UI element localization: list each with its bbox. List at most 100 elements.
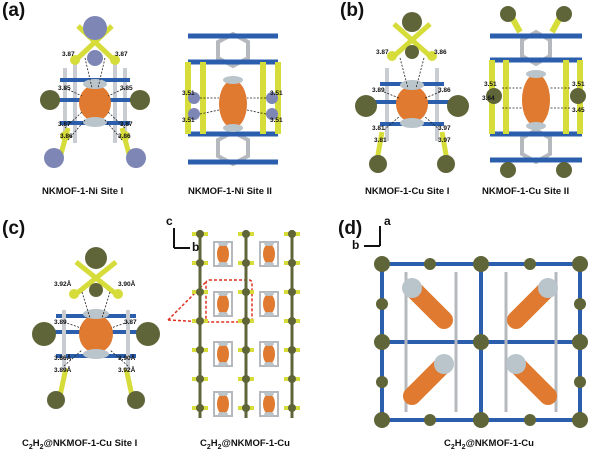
packing-guest: [213, 341, 233, 367]
guest-molecule: [79, 315, 113, 353]
packing-node: [284, 230, 300, 238]
distance-label: 3.97: [438, 137, 451, 144]
ni-metal-atom-br: [126, 148, 146, 168]
panel-label-d: (d): [338, 218, 363, 239]
distance-label: 3.87: [58, 121, 71, 128]
ni-metal-atom-mid: [87, 50, 103, 66]
cu-site2-structure: 3.51 3.51 3.64 3.45: [482, 6, 586, 178]
packing-node: [192, 288, 208, 296]
ni-metal-atom-top: [83, 16, 107, 40]
distance-label: 3.51: [182, 117, 195, 124]
distance-label: 3.64: [482, 95, 495, 102]
zoom-highlight-box: [205, 279, 253, 323]
framework-metal-node: [374, 256, 390, 272]
distance-label: 3.85: [120, 85, 133, 92]
distance-label: 3.87: [120, 121, 133, 128]
guest-molecule: [79, 85, 111, 121]
axis-indicator-ba: [364, 226, 381, 247]
caption-cu-site1: NKMOF-1-Cu Site I: [365, 186, 450, 197]
framework-metal-node: [374, 334, 390, 350]
packing-node: [238, 288, 254, 296]
framework-metal-node: [473, 334, 489, 350]
ni-metal-atom-right: [130, 90, 150, 110]
caption-cu-site2: NKMOF-1-Cu Site II: [482, 186, 570, 197]
packing-node: [192, 230, 208, 238]
axis-label-left: b: [352, 238, 360, 252]
distance-label: 3.92Å: [118, 365, 136, 374]
distance-label: 3.86: [60, 133, 73, 140]
framework-metal-node: [572, 256, 588, 272]
distance-label: 3.51: [270, 117, 283, 124]
ni-site1-structure: 3.87 3.87 3.85 3.85 3.87 3.87 3.86 3.86: [40, 16, 150, 168]
panel-label-b: (b): [340, 0, 365, 21]
distance-label: 3.51: [182, 90, 195, 97]
packing-guest: [259, 241, 279, 267]
cu-metal-atom-top: [402, 12, 422, 32]
packing-node: [284, 288, 300, 296]
distance-label: 3.51: [484, 81, 497, 88]
caption-c2h2-cu-packing: C2H2@NKMOF-1-Cu: [200, 438, 290, 451]
ni-metal-atom-left: [40, 90, 60, 110]
distance-label: 3.87: [62, 51, 75, 58]
guest-molecule: [219, 80, 247, 128]
packing-node: [284, 317, 300, 325]
axis-label-up: c: [166, 214, 173, 228]
framework-metal-node: [473, 256, 489, 272]
ni-site2-structure: 3.51 3.51 3.51 3.51: [182, 31, 283, 167]
packing-guest: [213, 391, 233, 417]
packing-node: [192, 346, 208, 354]
distance-label: 3.87: [376, 49, 389, 56]
panel-label-a: (a): [2, 0, 26, 21]
caption-ni-site1: NKMOF-1-Ni Site I: [42, 186, 124, 197]
framework-guest: [403, 354, 454, 405]
ni-metal-atom-bl: [44, 148, 64, 168]
framework-guest: [506, 354, 557, 405]
distance-label: 3.45: [572, 107, 585, 114]
packing-guest: [213, 291, 233, 317]
packing-node: [284, 259, 300, 267]
packing-node: [238, 375, 254, 383]
framework-guest: [507, 278, 558, 329]
packing-node: [238, 404, 254, 412]
packing-node: [238, 259, 254, 267]
packing-node: [238, 346, 254, 354]
framework-metal-node: [473, 412, 489, 428]
distance-label: 3.87: [115, 51, 128, 58]
packing-node: [192, 375, 208, 383]
caption-c2h2-cu-site1: C2H2@NKMOF-1-Cu Site I: [22, 438, 138, 451]
distance-label: 3.85: [58, 85, 71, 92]
c2h2-cu-framework: [374, 256, 588, 428]
packing-guest: [213, 241, 233, 267]
distance-label: 3.86Å: [54, 353, 72, 362]
framework-guest: [402, 278, 453, 329]
caption-c2h2-cu-framework: C2H2@NKMOF-1-Cu: [444, 438, 534, 451]
distance-label: 3.92Å: [54, 279, 72, 288]
distance-label: 3.51: [572, 81, 585, 88]
c2h2-cu-packing: [192, 230, 300, 418]
packing-guest: [259, 291, 279, 317]
distance-label: 3.97: [438, 125, 451, 132]
distance-label: 3.81: [374, 137, 387, 144]
distance-label: 3.86: [438, 87, 451, 94]
axis-indicator-cb: [173, 228, 190, 249]
c2h2-cu-site1-structure: 3.92Å 3.90Å 3.89 3.87 3.86Å 3.90Å 3.89Å …: [32, 247, 160, 409]
distance-label: 3.89Å: [54, 365, 72, 374]
packing-node: [284, 346, 300, 354]
framework-metal-node: [572, 334, 588, 350]
distance-label: 3.86: [434, 49, 447, 56]
framework-metal-node: [374, 412, 390, 428]
distance-label: 3.51: [270, 90, 283, 97]
axis-label-right: b: [192, 240, 200, 254]
packing-node: [192, 317, 208, 325]
packing-node: [238, 230, 254, 238]
packing-node: [192, 404, 208, 412]
packing-node: [284, 375, 300, 383]
packing-guest: [259, 391, 279, 417]
distance-label: 3.90Å: [118, 353, 136, 362]
distance-label: 3.90Å: [118, 279, 136, 288]
distance-label: 3.89: [54, 319, 67, 326]
axis-label-up: a: [384, 214, 391, 228]
framework-metal-node: [572, 412, 588, 428]
guest-molecule: [396, 86, 428, 122]
panel-label-c: (c): [2, 218, 26, 239]
